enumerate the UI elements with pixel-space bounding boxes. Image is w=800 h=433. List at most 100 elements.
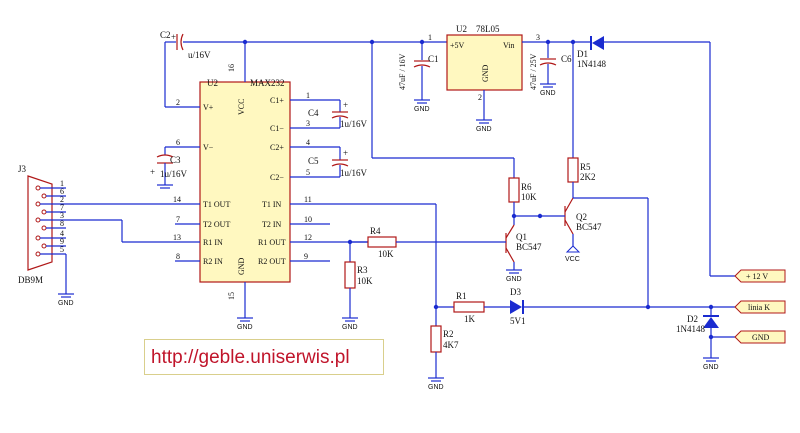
r6-body bbox=[508, 177, 520, 203]
pin5-num: 5 bbox=[306, 168, 310, 177]
c2-plus: + bbox=[171, 32, 176, 42]
port-12v-label: + 12 V bbox=[746, 272, 768, 281]
r3-body bbox=[344, 261, 356, 289]
r3-value: 10K bbox=[357, 276, 373, 286]
gnd-r3-label: GND bbox=[342, 324, 358, 331]
db9-pin-9: 9 bbox=[60, 237, 64, 246]
q2-ref: Q2 bbox=[576, 212, 587, 222]
reg-pin1: 1 bbox=[428, 33, 432, 42]
port-gnd-label: GND bbox=[752, 333, 770, 342]
r6-value: 10K bbox=[521, 192, 537, 202]
vcc-label: VCC bbox=[565, 256, 580, 263]
junction-vcc bbox=[242, 39, 248, 45]
c5-plate-b bbox=[331, 163, 349, 167]
c4-ref: C4 bbox=[308, 108, 319, 118]
max232-r1out-label: R1 OUT bbox=[258, 238, 286, 247]
port-linia-label: linia K bbox=[748, 303, 770, 312]
max232-c1p-label: C1+ bbox=[270, 96, 284, 105]
c4-plate-b bbox=[331, 115, 349, 119]
reg-pin3: 3 bbox=[536, 33, 540, 42]
q2-emitter bbox=[564, 219, 574, 235]
junction-q1c bbox=[511, 213, 517, 219]
d1-ref: D1 bbox=[577, 49, 588, 59]
r4-body bbox=[367, 236, 397, 248]
pin16-num: 16 bbox=[227, 64, 236, 72]
r5-body bbox=[567, 157, 579, 183]
max232-value: MAX232 bbox=[250, 78, 285, 88]
reg-vin-label: Vin bbox=[503, 41, 515, 50]
db9-value: DB9M bbox=[18, 275, 43, 285]
max232-r2in-label: R2 IN bbox=[203, 257, 223, 266]
c3-plate-a bbox=[156, 154, 174, 158]
r2-ref: R2 bbox=[443, 329, 454, 339]
gnd-r2-label: GND bbox=[428, 384, 444, 391]
r2-body bbox=[430, 325, 442, 353]
c2-value: u/16V bbox=[188, 50, 211, 60]
gnd-c1-label: GND bbox=[414, 106, 430, 113]
max232-ref: U2 bbox=[207, 78, 218, 88]
max232-c2p-label: C2+ bbox=[270, 143, 284, 152]
r5-value: 2K2 bbox=[580, 172, 596, 182]
c6-ref: C6 bbox=[561, 54, 572, 64]
r6-ref: R6 bbox=[521, 182, 532, 192]
db9-ref: J3 bbox=[18, 164, 27, 174]
c2-ref: C2 bbox=[160, 30, 171, 40]
pin11-num: 11 bbox=[304, 195, 312, 204]
max232-vplus-label: V+ bbox=[203, 103, 214, 112]
c3-ref: C3 bbox=[170, 155, 181, 165]
db9-pin-4: 4 bbox=[60, 229, 64, 238]
max232-r1in-label: R1 IN bbox=[203, 238, 223, 247]
db9-pin-3: 3 bbox=[60, 211, 64, 220]
pin7-num: 7 bbox=[176, 215, 180, 224]
c3-plus: + bbox=[150, 167, 155, 177]
d3-ref: D3 bbox=[510, 287, 521, 297]
max232-vminus-label: V− bbox=[203, 143, 214, 152]
db9-pin-6: 6 bbox=[60, 187, 64, 196]
c5-value: 1u/16V bbox=[340, 168, 368, 178]
pin10-num: 10 bbox=[304, 215, 312, 224]
c4-value: 1u/16V bbox=[340, 119, 368, 129]
db9-pin-2: 2 bbox=[60, 195, 64, 204]
db9-pin-1: 1 bbox=[60, 179, 64, 188]
pin15-num: 15 bbox=[227, 292, 236, 300]
c6-value: 47uF / 25V bbox=[529, 53, 538, 90]
q1-collector bbox=[505, 224, 515, 239]
port-gnd bbox=[734, 330, 786, 344]
gnd-c6-label: GND bbox=[540, 90, 556, 97]
c5-plus: + bbox=[343, 148, 348, 158]
max232-t2in-label: T2 IN bbox=[262, 220, 282, 229]
c1-plate-b bbox=[413, 64, 431, 68]
pin12-num: 12 bbox=[304, 233, 312, 242]
gnd-max-label: GND bbox=[237, 324, 253, 331]
q2-collector bbox=[564, 197, 574, 213]
db9-shell bbox=[27, 175, 53, 271]
reg-gnd-label: GND bbox=[481, 64, 490, 82]
pin4-num: 4 bbox=[306, 138, 310, 147]
pin9-num: 9 bbox=[304, 252, 308, 261]
reg-value: 78L05 bbox=[476, 24, 500, 34]
q1-value: BC547 bbox=[516, 242, 542, 252]
r4-ref: R4 bbox=[370, 226, 381, 236]
r1-value: 1K bbox=[464, 314, 476, 324]
max232-c2m-label: C2− bbox=[270, 173, 284, 182]
d1-value: 1N4148 bbox=[577, 59, 606, 69]
c3-value: 1u/16V bbox=[160, 169, 188, 179]
c2-plate-b bbox=[180, 33, 184, 51]
max232-t1out-label: T1 OUT bbox=[203, 200, 230, 209]
max232-t1in-label: T1 IN bbox=[262, 200, 282, 209]
r5-ref: R5 bbox=[580, 162, 591, 172]
website-url: http://geble.uniserwis.pl bbox=[144, 339, 384, 375]
pin14-num: 14 bbox=[173, 195, 181, 204]
port-linia bbox=[734, 300, 786, 314]
q2-value: BC547 bbox=[576, 222, 602, 232]
q1-emitter bbox=[505, 247, 515, 263]
max232-c1m-label: C1− bbox=[270, 124, 284, 133]
c1-ref: C1 bbox=[428, 54, 439, 64]
r3-ref: R3 bbox=[357, 265, 368, 275]
db9-pin-7: 7 bbox=[60, 203, 64, 212]
gnd-db9-label: GND bbox=[58, 300, 74, 307]
d2-ref: D2 bbox=[687, 314, 698, 324]
max232-gnd-label: GND bbox=[237, 257, 246, 275]
q1-ref: Q1 bbox=[516, 232, 527, 242]
